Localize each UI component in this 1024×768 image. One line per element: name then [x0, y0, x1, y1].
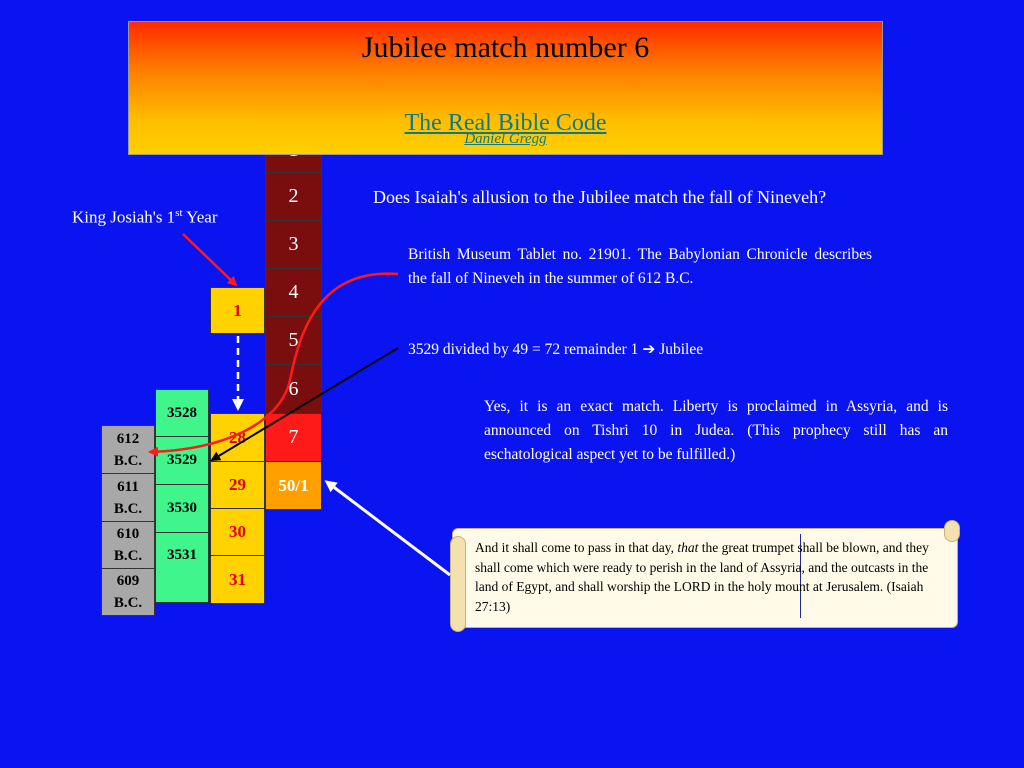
reign-year-label: 1 — [233, 300, 242, 320]
division-text: 3529 divided by 49 = 72 remainder 1 ➔ Ju… — [408, 340, 703, 359]
quote-italic: that — [677, 540, 699, 555]
division-text-suffix: Jubilee — [655, 341, 704, 358]
josiah-label-suffix: Year — [182, 207, 218, 227]
bc-year-label: 611 B.C. — [113, 478, 143, 517]
josiah-label-text: King Josiah's 1 — [72, 207, 176, 227]
reign-year-label: 29 — [229, 475, 246, 494]
jubilee-cell-label: 3 — [288, 233, 299, 255]
reign-year-29: 29 — [210, 461, 265, 509]
scroll-to-jubilee-arrow — [324, 480, 451, 577]
subtitle-link[interactable]: The Real Bible Code — [404, 110, 607, 136]
jubilee-cell-5: 5 — [265, 316, 322, 365]
josiah-pointer-arrow — [182, 233, 238, 287]
tablet-description: British Museum Tablet no. 21901. The Bab… — [408, 246, 872, 287]
am-year-label: 3530 — [167, 500, 197, 516]
reign-year-28: 28 — [210, 413, 265, 462]
right-arrow-icon: ➔ — [642, 341, 656, 358]
quote-part-1: And it shall come to pass in that day, — [475, 540, 678, 555]
jubilee-cell-label: 50/1 — [278, 475, 309, 495]
jubilee-cell-label: 2 — [288, 185, 299, 207]
scroll-curl-left — [450, 536, 466, 632]
am-year-3530: 3530 — [155, 484, 209, 533]
division-text-main: 3529 divided by 49 = 72 remainder 1 — [408, 341, 643, 358]
bc-year-label: 609 B.C. — [113, 573, 143, 611]
am-year-label: 3531 — [167, 547, 197, 563]
reign-year-30: 30 — [210, 508, 265, 556]
jubilee-cell-label: 5 — [288, 329, 299, 351]
isaiah-quote: And it shall come to pass in that day, t… — [475, 538, 945, 616]
author-link[interactable]: Daniel Gregg — [464, 131, 547, 147]
josiah-label-sup: st — [175, 207, 183, 219]
reign-year-label: 30 — [229, 522, 246, 541]
am-year-label: 3529 — [167, 452, 197, 468]
jubilee-cell-label: 4 — [288, 281, 299, 303]
page-title: Jubilee match number 6 — [361, 31, 650, 64]
am-year-3528: 3528 — [155, 389, 209, 437]
jubilee-cell-2: 2 — [265, 172, 322, 221]
bc-year-610: 610 B.C. — [101, 521, 155, 569]
bc-year-label: 610 B.C. — [113, 526, 143, 564]
am-year-3529: 3529 — [155, 436, 209, 485]
jubilee-cell-3: 3 — [265, 220, 322, 269]
reign-year-31: 31 — [210, 555, 265, 604]
jubilee-cell-6: 6 — [265, 364, 322, 414]
josiah-year-label: King Josiah's 1st Year — [72, 207, 217, 228]
bc-year-611: 611 B.C. — [101, 473, 155, 522]
am-year-3531: 3531 — [155, 532, 209, 603]
question-text: Does Isaiah's allusion to the Jubilee ma… — [373, 187, 827, 207]
scripture-scroll — [452, 528, 958, 628]
scroll-curl-right — [944, 520, 960, 542]
reign-year-label: 31 — [229, 569, 246, 589]
reign-year-label: 28 — [229, 427, 246, 447]
conclusion-text: Yes, it is an exact match. Liberty is pr… — [484, 398, 948, 463]
bc-year-label: 612 B.C. — [113, 430, 143, 469]
title-banner: Jubilee match number 6 The Real Bible Co… — [128, 21, 883, 155]
scroll-divider-line — [800, 534, 801, 618]
jubilee-cell-label: 6 — [288, 377, 299, 400]
bc-year-609: 609 B.C. — [101, 568, 155, 616]
am-year-label: 3528 — [167, 404, 197, 421]
jubilee-cell-7: 7 — [265, 413, 322, 462]
jubilee-cell-4: 4 — [265, 268, 322, 317]
jubilee-cell-50-1: 50/1 — [265, 461, 322, 510]
jubilee-cell-label: 7 — [288, 426, 299, 448]
quote-part-2: the great trumpet shall be blown, and th… — [475, 540, 929, 614]
bc-year-612: 612 B.C. — [101, 425, 155, 474]
reign-year-1: 1 — [210, 287, 265, 334]
